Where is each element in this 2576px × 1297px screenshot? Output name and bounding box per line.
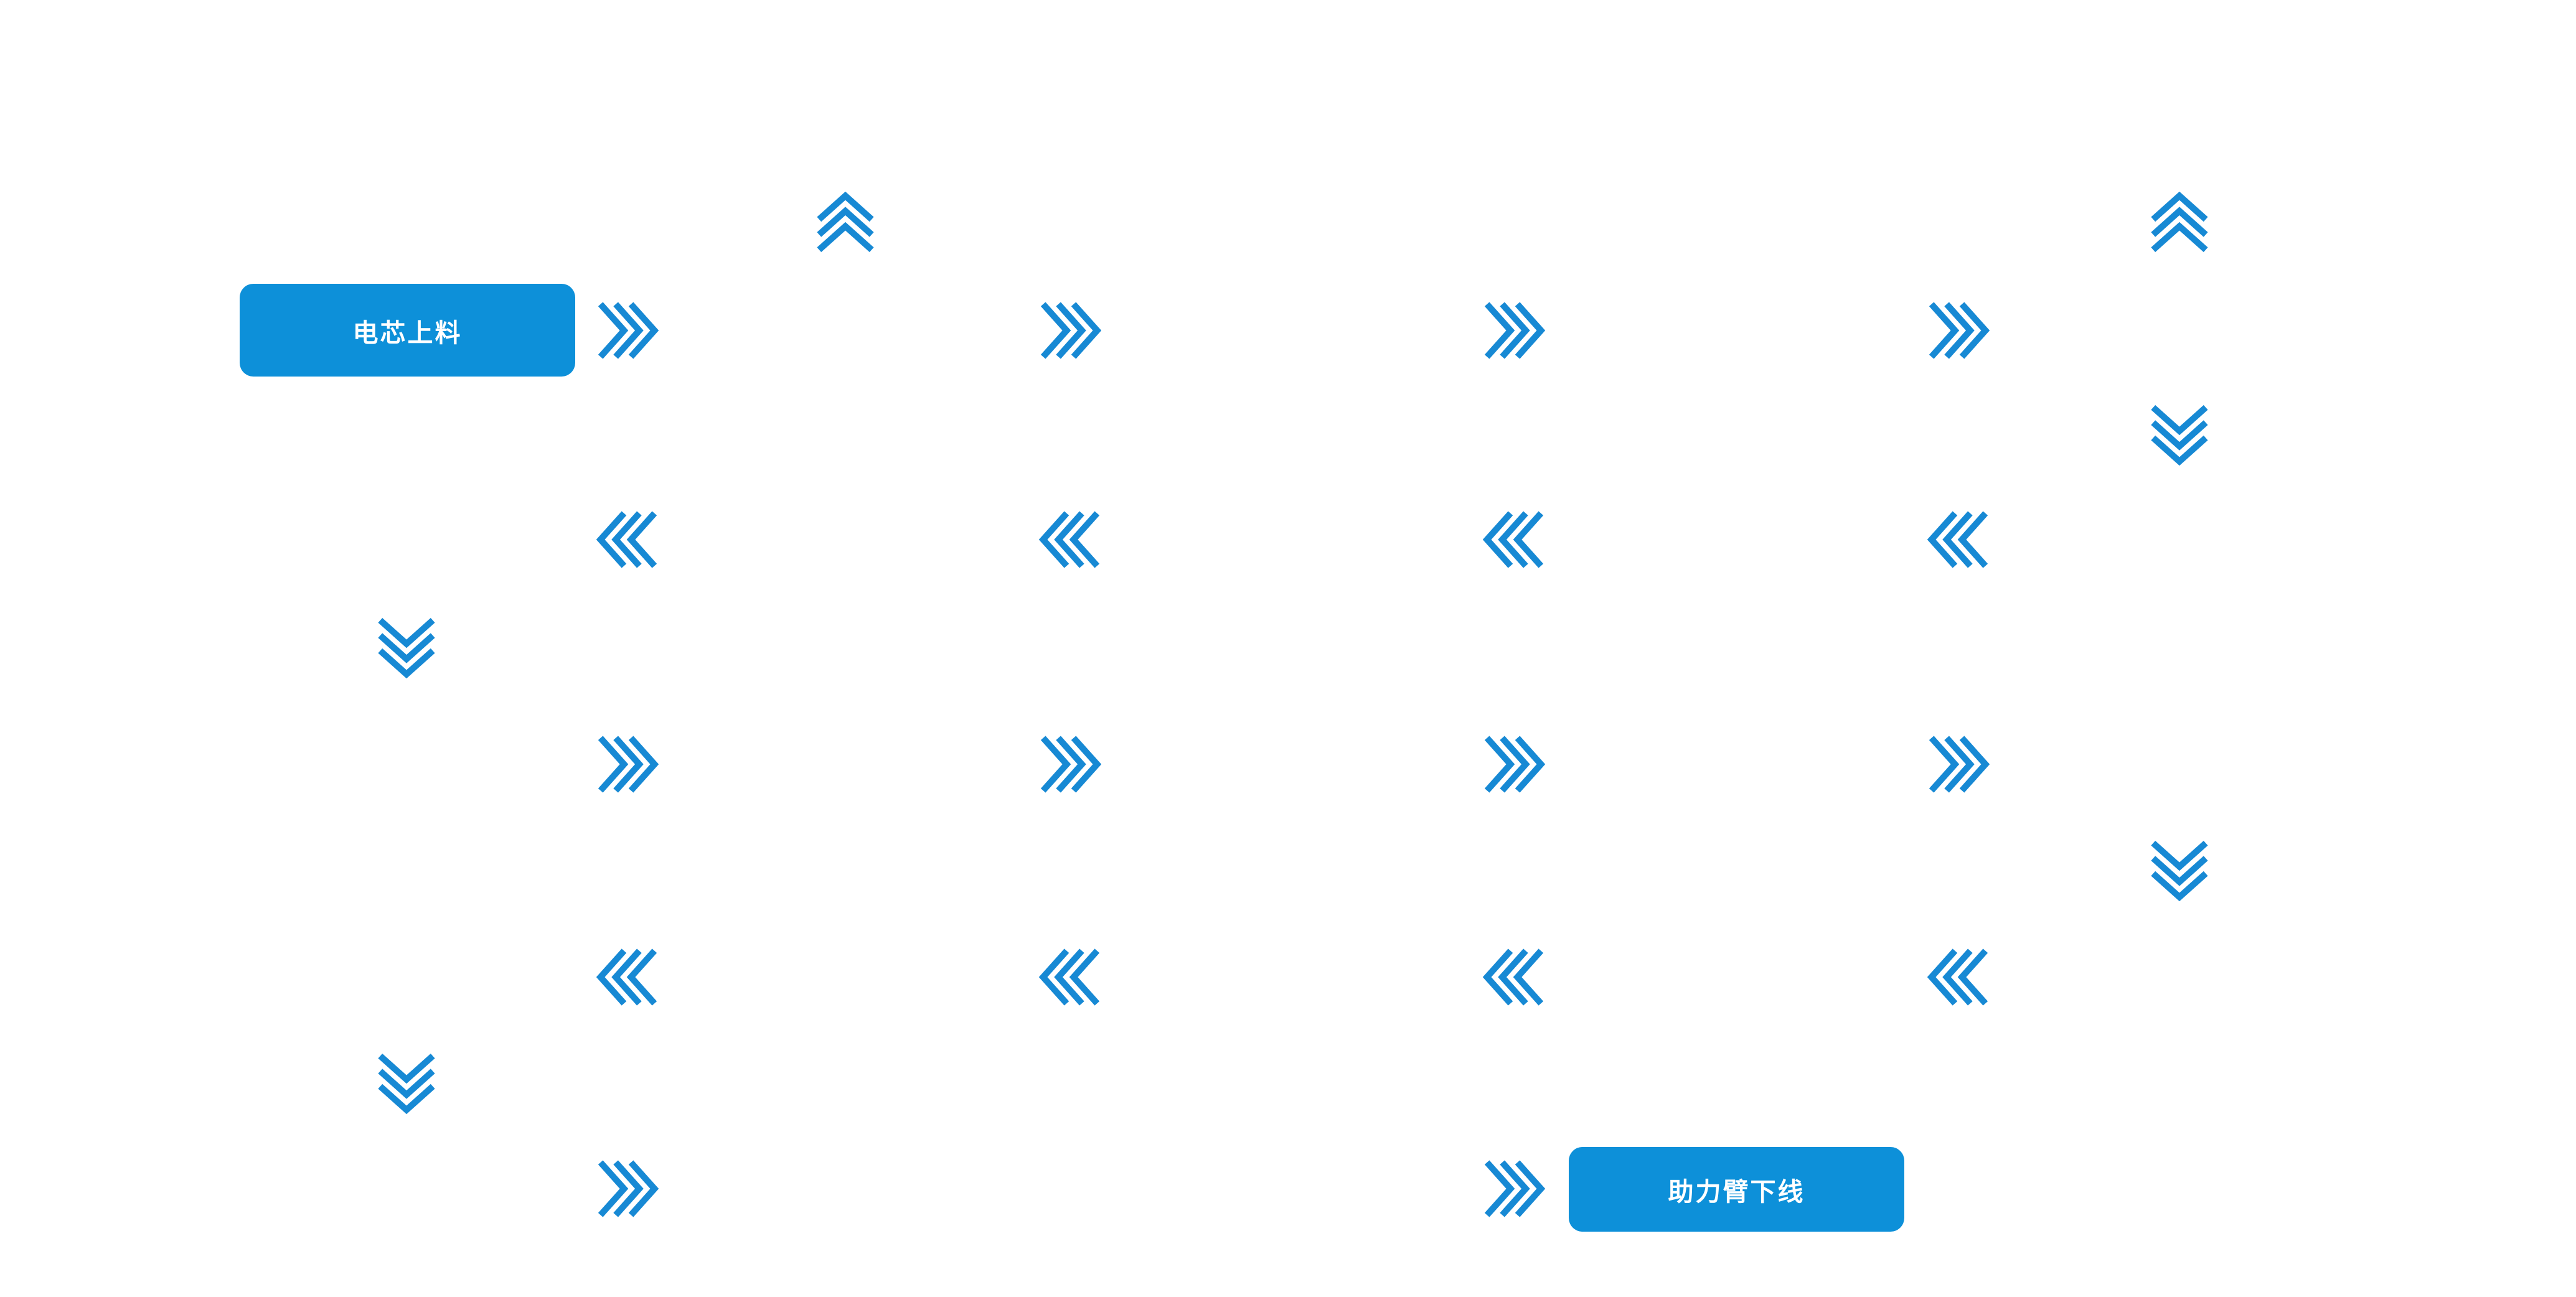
chevron-up-icon: [814, 192, 877, 254]
chevron-left-icon: [596, 946, 659, 1008]
chevron-down-icon: [375, 1052, 438, 1114]
chevron-up-icon: [2148, 192, 2211, 254]
chevron-left-icon: [1483, 508, 1545, 571]
chevron-left-icon: [1483, 946, 1545, 1008]
chevron-down-icon: [2148, 403, 2211, 466]
chevron-right-icon: [1483, 733, 1545, 795]
node-cell-loading-label: 电芯上料: [352, 318, 463, 347]
chevron-right-icon: [1039, 733, 1101, 795]
chevron-right-icon: [1483, 1158, 1545, 1220]
chevron-right-icon: [1039, 299, 1101, 362]
chevron-left-icon: [596, 508, 659, 571]
chevron-right-icon: [596, 299, 659, 362]
chevron-down-icon: [375, 616, 438, 678]
chevron-right-icon: [1483, 299, 1545, 362]
chevron-right-icon: [596, 733, 659, 795]
chevron-left-icon: [1927, 946, 1990, 1008]
chevron-right-icon: [1927, 733, 1990, 795]
chevron-down-icon: [2148, 839, 2211, 901]
chevron-right-icon: [1927, 299, 1990, 362]
chevron-right-icon: [596, 1158, 659, 1220]
chevron-left-icon: [1927, 508, 1990, 571]
chevron-left-icon: [1039, 946, 1101, 1008]
node-assist-arm-offline-label: 助力臂下线: [1668, 1178, 1805, 1206]
chevron-left-icon: [1039, 508, 1101, 571]
node-cell-loading-button[interactable]: 电芯上料: [240, 284, 575, 377]
node-assist-arm-offline-button[interactable]: 助力臂下线: [1569, 1147, 1904, 1232]
